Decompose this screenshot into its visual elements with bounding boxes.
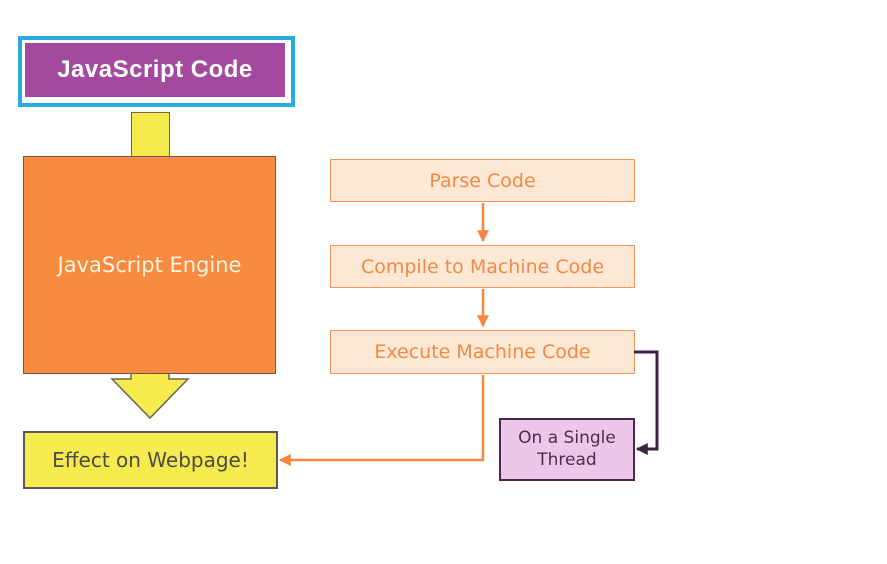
node-compile-to-machine-code: Compile to Machine Code	[330, 245, 635, 288]
effect-on-webpage-label: Effect on Webpage!	[52, 448, 249, 472]
node-javascript-code-fill: JavaScript Code	[25, 43, 285, 97]
node-parse-code: Parse Code	[330, 159, 635, 202]
arrow-execute-to-thread-loop	[634, 350, 659, 455]
node-effect-on-webpage: Effect on Webpage!	[23, 431, 278, 489]
javascript-code-label: JavaScript Code	[57, 56, 253, 83]
node-javascript-engine: JavaScript Engine	[23, 156, 276, 374]
node-on-a-single-thread: On a Single Thread	[499, 418, 635, 481]
node-execute-machine-code: Execute Machine Code	[330, 330, 635, 374]
node-javascript-code: JavaScript Code	[18, 36, 295, 107]
javascript-engine-label: JavaScript Engine	[57, 253, 242, 277]
arrow-execute-to-effect	[278, 375, 485, 466]
parse-code-label: Parse Code	[429, 169, 536, 192]
on-a-single-thread-label: On a Single Thread	[518, 428, 616, 470]
compile-to-machine-code-label: Compile to Machine Code	[360, 255, 605, 278]
connector-js-code-to-engine	[131, 112, 170, 160]
execute-machine-code-label: Execute Machine Code	[374, 341, 591, 363]
